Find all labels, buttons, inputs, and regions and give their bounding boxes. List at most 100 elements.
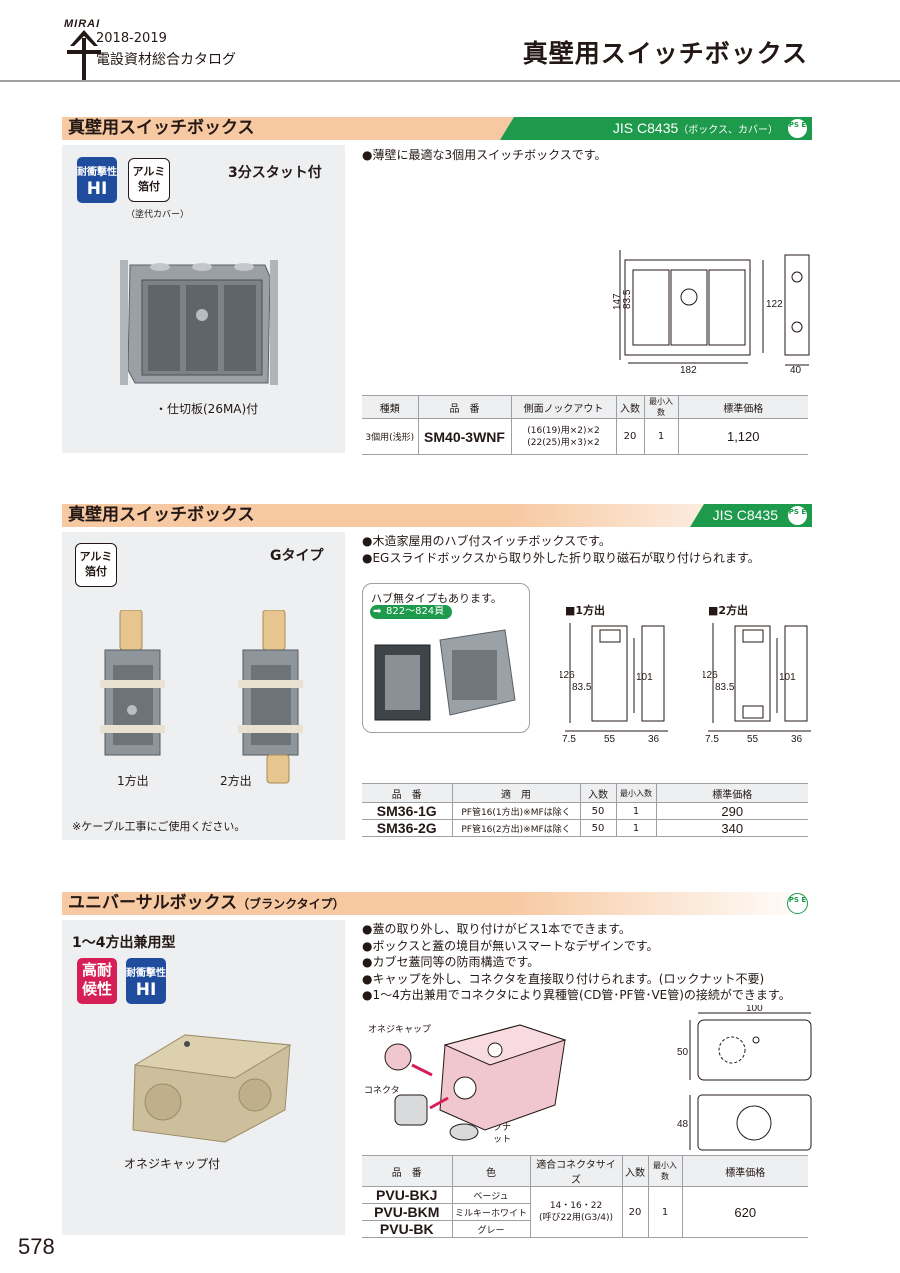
col-min: 最小入数 — [615, 783, 657, 803]
cell-min: 1 — [615, 819, 657, 837]
dim-d: 48 — [677, 1119, 689, 1130]
impact-resistance-badge: 耐衝撃性 HI — [126, 958, 166, 1004]
dim-h1: 126 — [703, 670, 718, 681]
dim-h1: 147 — [612, 293, 623, 310]
diagram-2way: 126 83.5 101 7.5 55 36 — [703, 623, 811, 743]
section1-spec-table: 種類 品 番 側面ノックアウト 入数 最小入数 標準価格 3個用(浅形) SM4… — [362, 395, 808, 455]
callout-text: ハブ無タイプもあります。 — [371, 592, 502, 605]
bullet-item: ●1〜4方出兼用でコネクタにより異種管(CD管･PF管･VE管)の接続ができます… — [362, 988, 791, 1002]
bullet-item: ●キャップを外し、コネクタを直接取り付けられます。(ロックナット不要) — [362, 971, 765, 986]
label-cap: オネジキャップ — [368, 1025, 432, 1035]
cell-qty: 50 — [579, 819, 617, 837]
cell-use: PF管16(1方出)※MFは除く — [451, 802, 581, 820]
dim-h3: 101 — [779, 672, 796, 683]
diagram-2way-label: ■2方出 — [708, 604, 749, 617]
dim-h2: 83.5 — [715, 682, 735, 693]
page-number: 578 — [18, 1234, 55, 1259]
catalog-year: 2018-2019 — [96, 31, 167, 46]
badge-impact-top: 耐衝撃性 — [126, 968, 166, 979]
callout-ref-text: 822〜824頁 — [386, 606, 445, 617]
hubless-box-photo — [374, 629, 516, 721]
dim-side-h: 122 — [766, 299, 783, 310]
pse-icon: PS E — [787, 505, 808, 526]
section3-type-label: 1〜4方出兼用型 — [72, 935, 176, 951]
dim-h3: 101 — [636, 672, 653, 683]
cell-min: 1 — [647, 1186, 683, 1238]
col-min: 最小入数 — [647, 1155, 683, 1187]
impact-resistance-badge: 耐衝撃性 HI — [77, 157, 117, 203]
col-code: 品 番 — [362, 783, 453, 803]
cell-code: SM40-3WNF — [417, 418, 512, 455]
cell-type: 3個用(浅形) — [362, 418, 419, 455]
col-type: 種類 — [362, 395, 419, 419]
section2-bullets: ●木造家屋用のハブ付スイッチボックスです。 ●EGスライドボックスから取り外した… — [362, 533, 760, 566]
section1-title: 真壁用スイッチボックス — [68, 118, 255, 138]
cell-min: 1 — [615, 802, 657, 820]
col-knockout: 側面ノックアウト — [510, 395, 617, 419]
diagram-1way-label: ■1方出 — [565, 604, 606, 617]
switch-box-2way-photo — [238, 610, 303, 784]
section3-title: ユニバーサルボックス（ブランクタイプ） — [68, 892, 345, 916]
section3-dimension-drawing: 100 50 48 — [677, 1005, 812, 1151]
col-color: 色 — [451, 1155, 531, 1187]
col-code: 品 番 — [417, 395, 512, 419]
col-price: 標準価格 — [655, 783, 808, 803]
section1-dimension-drawing: 147 83.5 122 182 40 — [612, 250, 810, 375]
dim-w3: 36 — [648, 734, 660, 743]
cell-code: SM36-1G — [362, 802, 453, 820]
cell-price: 340 — [655, 819, 808, 837]
bullet-item: ●EGスライドボックスから取り外した折り取り磁石が取り付けられます。 — [362, 550, 760, 565]
hubless-callout — [362, 583, 530, 733]
col-qty: 入数 — [615, 395, 645, 419]
pse-icon: PS E — [787, 893, 808, 914]
section2-feature-label: Gタイプ — [270, 548, 324, 564]
cell-qty: 20 — [621, 1186, 649, 1238]
dim-w3: 36 — [791, 734, 803, 743]
section2-jis: JIS C8435 — [712, 507, 778, 523]
col-price: 標準価格 — [677, 395, 808, 419]
section2-header-bar — [62, 504, 812, 527]
page-title: 真壁用スイッチボックス — [522, 39, 808, 68]
col-code: 品 番 — [362, 1155, 453, 1187]
dim-h: 50 — [677, 1047, 689, 1058]
col-price: 標準価格 — [681, 1155, 808, 1187]
section3-title-main: ユニバーサルボックス — [68, 893, 238, 913]
section1-jis: JIS C8435 — [612, 120, 679, 136]
cell-price: 290 — [655, 802, 808, 820]
diagram-1way: 126 83.5 101 7.5 55 36 — [560, 623, 668, 743]
knockout-line: (16(19)用×2)×2 — [527, 425, 600, 436]
bullet-item: ●木造家屋用のハブ付スイッチボックスです。 — [362, 534, 611, 548]
arrow-right-icon: ➡ — [373, 606, 382, 617]
catalog-name: 電設資材総合カタログ — [96, 52, 236, 68]
cell-connector: 14・16・22 (呼び22用(G3/4)) — [529, 1186, 623, 1238]
table-row: PVU-BKJ ベージュ 14・16・22 (呼び22用(G3/4)) 20 1… — [362, 1186, 808, 1238]
mirai-mark-icon — [67, 30, 101, 80]
bullet-item: ●ボックスと蓋の境目が無いスマートなデザインです。 — [362, 938, 659, 953]
dim-w: 182 — [680, 365, 697, 375]
cell-code: PVU-BK — [362, 1220, 453, 1238]
cell-qty: 50 — [579, 802, 617, 820]
cell-knockout: (16(19)用×2)×2 (22(25)用×3)×2 — [510, 418, 617, 455]
label-2way: 2方出 — [220, 774, 252, 788]
col-min: 最小入数 — [643, 395, 679, 419]
table-row: SM36-1G PF管16(1方出)※MFは除く 50 1 290 — [362, 802, 808, 820]
bullet-item: ●薄壁に最適な3個用スイッチボックスです。 — [362, 148, 607, 162]
cell-code: SM36-2G — [362, 819, 453, 837]
badge-foil-note: （塗代カバー） — [126, 210, 190, 220]
section2-spec-table: 品 番 適 用 入数 最小入数 標準価格 SM36-1G PF管16(1方出)※… — [362, 783, 808, 837]
cell-price: 1,120 — [677, 418, 808, 455]
dim-side-w: 40 — [790, 365, 802, 375]
col-connector: 適合コネクタサイズ — [529, 1155, 623, 1187]
section2-jis-bar: JIS C8435 — [690, 504, 812, 527]
bullet-item: ●カブセ蓋同等の防雨構造です。 — [362, 955, 540, 969]
exploded-assembly-drawing — [384, 1024, 567, 1141]
brand-name: MIRAI — [64, 18, 101, 30]
switch-box-3gang-photo — [120, 260, 278, 385]
header-rule — [0, 80, 900, 82]
dim-w2: 55 — [747, 734, 759, 743]
table-row: PVU-BKM ミルキーホワイト — [362, 1203, 808, 1221]
dim-h1: 126 — [560, 670, 575, 681]
table-row: PVU-BK グレー — [362, 1220, 808, 1238]
table-row: SM36-2G PF管16(2方出)※MFは除く 50 1 340 — [362, 819, 808, 837]
knockout-line: (22(25)用×3)×2 — [527, 437, 600, 448]
